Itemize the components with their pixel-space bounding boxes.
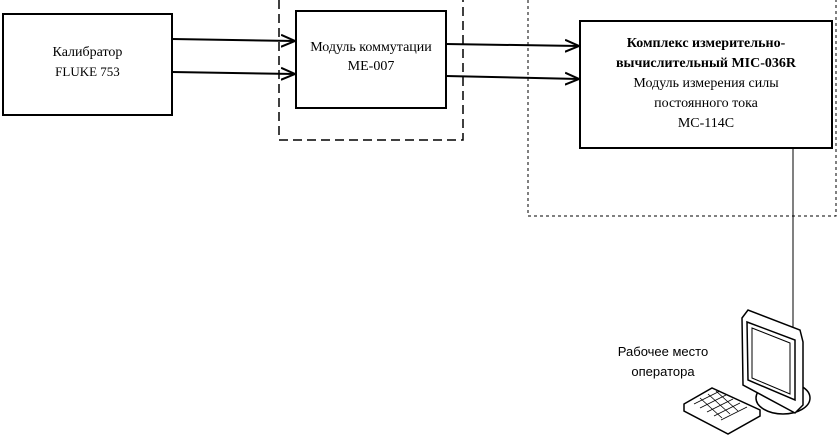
workstation-label: Рабочее место оператора [608,342,718,382]
calibrator-model: FLUKE 753 [55,64,120,79]
connection-arrow [171,72,295,74]
calibrator-name: Калибратор [52,45,123,60]
switch-module-box [295,10,447,109]
switch-module-model: ME-007 [347,59,395,74]
connection-arrow [445,44,579,46]
complex-module-name: Модуль измерения силы [633,76,779,91]
switch-module-label: Модуль коммутации ME-007 [285,38,457,76]
workstation-line2: оператора [631,364,695,379]
calibrator-box [2,13,173,116]
connection-arrow [445,76,579,79]
calibrator-label: Калибратор FLUKE 753 [3,43,172,81]
complex-dotted-boundary [527,0,837,217]
switch-module-name: Модуль коммутации [310,40,432,55]
complex-module-model: MC-114C [677,116,735,131]
connection-arrow [171,39,295,41]
complex-title-line1: Комплекс измерительно- [626,36,786,51]
complex-module-name-cont: постоянного тока [654,96,758,111]
workstation-line1: Рабочее место [617,344,709,359]
computer-icon [683,309,811,435]
complex-title-line2: вычислительный MIC-036R [615,56,797,71]
complex-label: Комплекс измерительно- вычислительный MI… [580,34,832,134]
switch-module-dashed-boundary [278,0,464,141]
